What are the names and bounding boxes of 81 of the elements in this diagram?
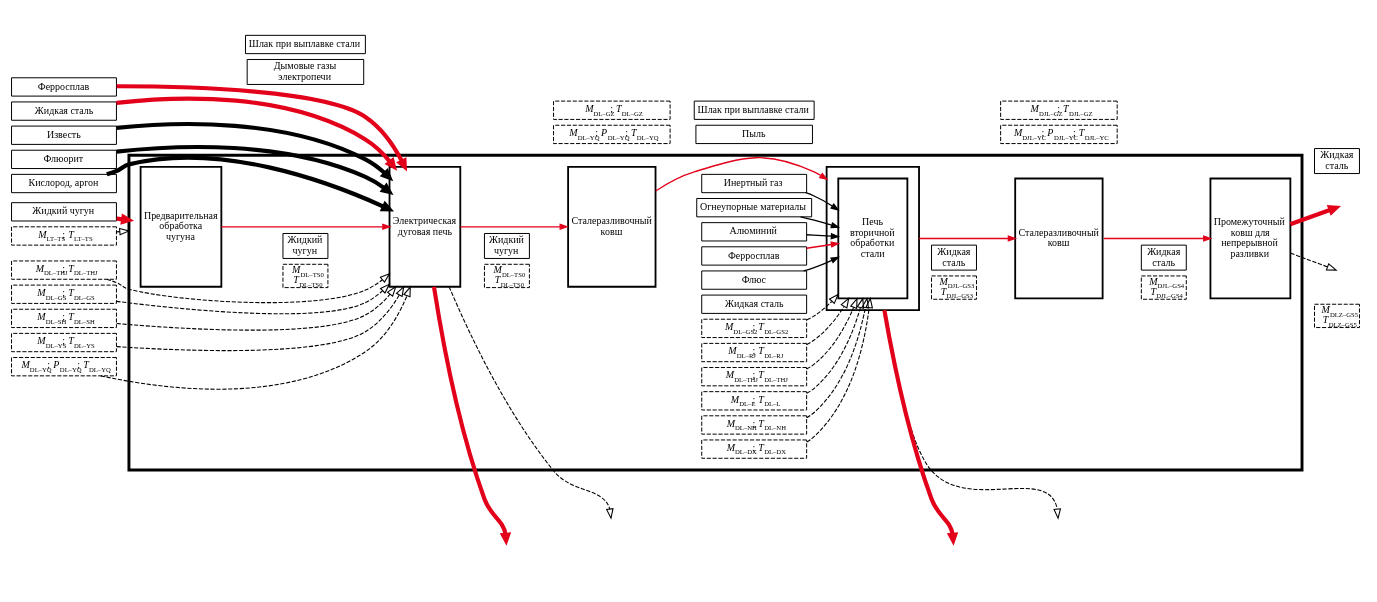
node-box: Предварительная обработка чугуна xyxy=(139,165,223,288)
cluster xyxy=(127,153,1304,472)
arrow xyxy=(806,296,874,443)
node-box: M$_{DL–YQ}$; P$_{DL–YQ}$; T$_{DL–YQ}$ xyxy=(553,124,671,145)
node-box: Сталеразливочный ковш xyxy=(567,165,657,288)
node-box: Жидкая сталь xyxy=(11,101,117,121)
arrow xyxy=(918,235,1018,242)
node-box: M$_{DL–YQ}$; P$_{DL–YQ}$; T$_{DL–YQ}$ xyxy=(11,357,117,377)
node-box: M$_{DL–SH}$; T$_{DL–SH}$ xyxy=(11,308,117,329)
node-box: M$_{DL–L}$; T$_{DL–L}$ xyxy=(701,391,808,411)
node-box: Известь xyxy=(11,125,117,145)
arrow xyxy=(806,297,858,370)
node-box: M$_{DL–YS}$; T$_{DL–YS}$ xyxy=(11,332,117,353)
node-box: M$_{DL–GS2}$; T$_{DL–GS2}$ xyxy=(701,318,808,339)
arrow xyxy=(1103,235,1213,242)
node-box: M$_{DL–TS0}$ T$_{DL–TS0}$ xyxy=(282,263,329,289)
arrow xyxy=(806,293,840,321)
arrow xyxy=(459,223,569,231)
arrow xyxy=(116,96,398,171)
arrow xyxy=(116,84,408,172)
node-box: M$_{DL–GS}$; T$_{DL–GS}$ xyxy=(11,284,117,304)
arrow xyxy=(805,192,840,211)
arrow xyxy=(106,155,395,212)
node-box: Инертный газ xyxy=(701,173,808,194)
arrow xyxy=(116,285,405,352)
node-box: Огнеупорные материалы xyxy=(696,198,813,218)
node-box: Жидкая сталь xyxy=(701,294,808,314)
arrow xyxy=(431,286,512,546)
node-box: Дымовые газы электропечи xyxy=(246,58,365,85)
node-box: M$_{DL–NH}$; T$_{DL–NH}$ xyxy=(701,415,808,435)
node-box: M$_{DJL–GZ}$; T$_{DJL–GZ}$ xyxy=(1000,100,1118,120)
node-box: M$_{DJL–GS4}$ T$_{DJL–GS4}$ xyxy=(1140,275,1187,300)
arrow xyxy=(806,232,841,240)
node-box: Сталеразливочный ковш xyxy=(1014,177,1104,300)
node-box: M$_{LT–TS}$; T$_{LT–TS}$ xyxy=(11,226,117,246)
node-box: Жидкий чугун xyxy=(11,202,117,222)
node-box: M$_{DL–RJ}$; T$_{DL–RJ}$ xyxy=(701,342,808,363)
node-box: Ферросплав xyxy=(701,246,808,266)
arrow xyxy=(882,309,959,546)
node-box: Печь вторичной обработки стали xyxy=(837,177,909,300)
arrow xyxy=(806,297,865,394)
arrow xyxy=(115,283,391,315)
node-box: Пыль xyxy=(695,124,813,145)
arrow xyxy=(116,144,394,195)
node-box: M$_{DL–THJ}$; T$_{DL–THJ}$ xyxy=(701,367,808,387)
node-box: M$_{DL–TS0}$ T$_{DL–TS0}$ xyxy=(483,263,530,289)
arrow xyxy=(799,216,841,229)
node-box: Жидкая сталь xyxy=(931,244,977,271)
node-box: Алюминий xyxy=(701,222,808,242)
arrow xyxy=(1289,204,1342,227)
arrow xyxy=(806,241,841,249)
node-box: M$_{DLZ–GS5}$ T$_{DLZ–GS5}$ xyxy=(1314,303,1360,329)
node-box: Электрическая дуговая печь xyxy=(388,165,462,288)
node-box: Жидкая сталь xyxy=(1140,244,1187,271)
node-box: Шлак при выплавке стали xyxy=(693,100,815,120)
node-box: Жидкая сталь xyxy=(1314,148,1360,175)
node-box: M$_{DJL–YC}$; P$_{DJL–YC}$; T$_{DJL–YC}$ xyxy=(1000,124,1118,145)
node-box: Флюорит xyxy=(11,149,117,170)
arrow xyxy=(220,223,392,231)
node-box: Ферросплав xyxy=(11,77,117,97)
arrow xyxy=(116,285,397,331)
node-box: Жидкий чугун xyxy=(282,233,329,259)
arrow xyxy=(448,286,614,520)
node-box: M$_{DJL–GS3}$ T$_{DJL–GS3}$ xyxy=(931,275,977,300)
node-box: Флюс xyxy=(701,270,808,290)
arrow xyxy=(116,121,394,182)
arrow xyxy=(106,272,391,304)
node-box: M$_{DL–GZ}$; T$_{DL–GZ}$ xyxy=(553,100,671,120)
node-box: Шлак при выплавке стали xyxy=(245,34,366,55)
node-box: Промежуточный ковш для непрерывной разливки xyxy=(1209,177,1292,300)
arrow xyxy=(1289,252,1338,271)
node-box: M$_{DL–DX}$; T$_{DL–DX}$ xyxy=(701,439,808,459)
node-box: M$_{DL–THJ}$; T$_{DL–THJ}$ xyxy=(11,260,117,280)
arrow xyxy=(100,285,411,390)
arrow xyxy=(806,296,870,419)
node-box: Жидкий чугун xyxy=(483,233,530,259)
arrow xyxy=(803,256,840,272)
arrow xyxy=(806,297,850,345)
node-box: Кислород, аргон xyxy=(11,173,117,194)
arrow xyxy=(655,157,829,192)
arrow xyxy=(116,227,131,236)
